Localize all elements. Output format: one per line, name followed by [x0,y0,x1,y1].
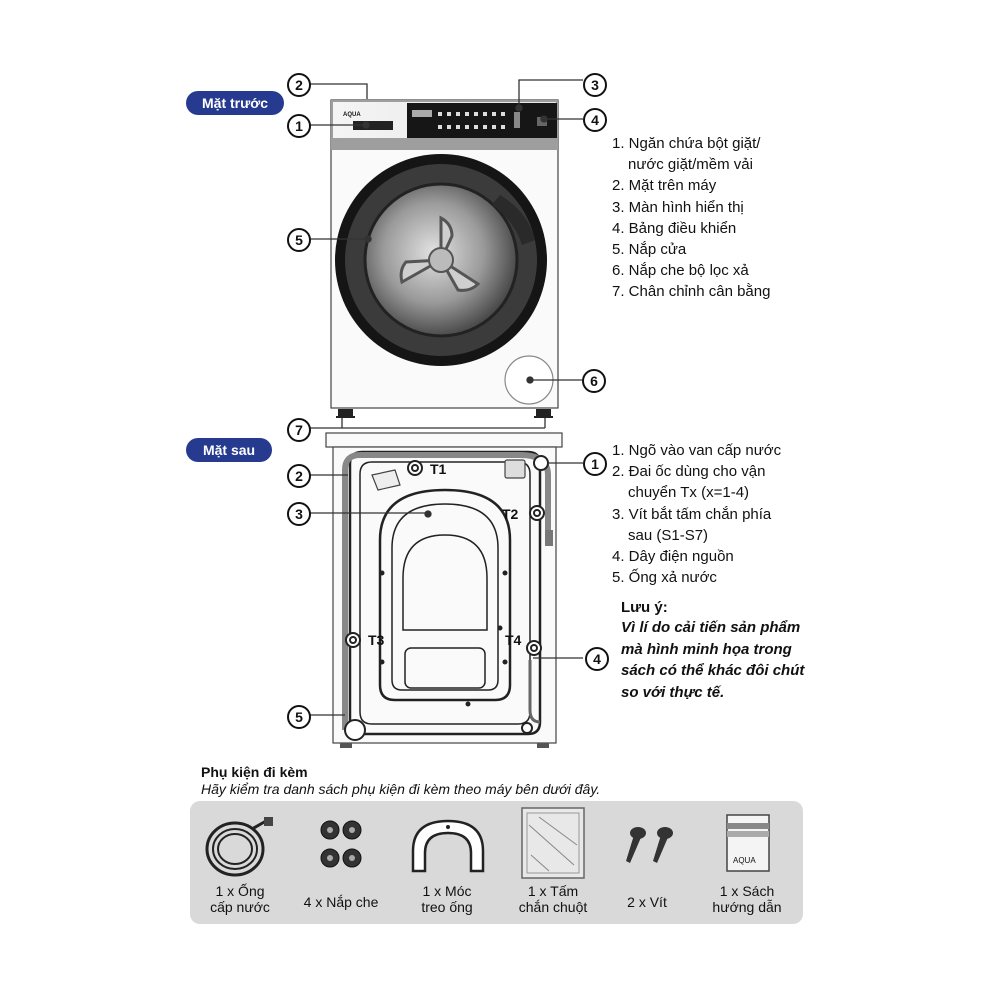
back-label-t4: T4 [505,632,522,648]
accessory-label: hướng dẫn [712,899,782,915]
legend-item: 3. Màn hình hiển thị [612,198,744,216]
legend-item: nước giặt/mềm vải [628,156,753,174]
hose-icon [205,817,273,877]
front-brand-logo: AQUA [343,112,361,118]
plate-icon [521,807,585,879]
manual-brand: AQUA [733,856,756,865]
accessory-label: 4 x Nắp che [303,894,379,910]
legend-item: 2. Mặt trên máy [612,177,717,195]
accessories-subtitle: Hãy kiểm tra danh sách phụ kiện đi kèm t… [201,781,601,797]
note-title: Lưu ý: [621,599,668,616]
back-label-t1: T1 [430,461,447,477]
accessory-hook: 1 x Móc treo ống [397,883,497,915]
accessories-title: Phụ kiện đi kèm [201,764,308,780]
front-legend: 1. Ngăn chứa bột giặt/ nước giặt/mềm vải… [612,133,770,303]
accessory-label: cấp nước [210,899,270,915]
legend-item: sau (S1-S7) [628,526,709,544]
accessory-label: 1 x Móc [422,883,472,899]
accessory-screws: 2 x Vít [597,894,697,910]
front-callout-2: 2 [287,73,311,97]
back-callout-5: 5 [287,705,311,729]
accessory-hose: 1 x Ống cấp nước [190,883,290,915]
note-line: mà hình minh họa trong [621,640,792,658]
accessory-label: chắn chuột [518,899,588,915]
note-line: so với thực tế. [621,683,725,701]
front-callout-6: 6 [582,369,606,393]
legend-item: 6. Nắp che bộ lọc xả [612,262,749,280]
back-legend: 1. Ngõ vào van cấp nước 2. Đai ốc dùng c… [612,440,781,588]
accessory-plate: 1 x Tấm chắn chuột [503,883,603,915]
front-view-label: Mặt trước [186,91,284,115]
screw-icon [626,827,673,863]
legend-item: 1. Ngăn chứa bột giặt/ [612,135,761,152]
back-view-label: Mặt sau [186,438,272,462]
back-callout-1: 1 [583,452,607,476]
legend-item: 4. Bảng điều khiển [612,219,737,237]
accessory-label: 1 x Tấm [527,883,579,899]
accessories-panel: AQUA 1 x Ống cấp nước 4 x Nắp che 1 x Mó… [190,801,803,924]
accessory-label: 1 x Ống [215,883,265,899]
back-callout-2: 2 [287,464,311,488]
accessory-caps: 4 x Nắp che [291,894,391,910]
front-callout-4: 4 [583,108,607,132]
back-washer-diagram [309,432,583,748]
front-callout-1: 1 [287,114,311,138]
note-line: Vì lí do cải tiến sản phẩm [621,619,801,636]
front-washer-diagram: AQUA [309,79,583,429]
legend-item: 5. Nắp cửa [612,241,687,259]
caps-icon [320,820,362,868]
accessory-label: treo ống [421,899,473,915]
accessory-manual: 1 x Sách hướng dẫn [697,883,797,915]
legend-item: 2. Đai ốc dùng cho vận [612,463,766,481]
back-label-t2: T2 [502,506,519,522]
front-callout-5: 5 [287,228,311,252]
back-callout-3: 3 [287,502,311,526]
legend-item: 4. Dây điện nguồn [612,548,734,566]
legend-item: 7. Chân chỉnh cân bằng [612,283,771,301]
legend-item: chuyển Tx (x=1-4) [628,484,750,502]
note-text: Vì lí do cải tiến sản phẩm mà hình minh … [621,617,831,703]
front-callout-7: 7 [287,418,311,442]
back-callout-4: 4 [585,647,609,671]
legend-item: 3. Vít bắt tấm chắn phía [612,505,772,523]
note-line: sách có thể khác đôi chút [621,662,805,679]
back-label-t3: T3 [368,632,385,648]
legend-item: 5. Ống xả nước [612,569,717,587]
legend-item: 1. Ngõ vào van cấp nước [612,442,782,459]
accessory-label: 2 x Vít [627,894,667,910]
accessory-label: 1 x Sách [719,883,775,899]
front-callout-3: 3 [583,73,607,97]
hook-icon [411,819,485,873]
manual-icon: AQUA [726,814,770,872]
